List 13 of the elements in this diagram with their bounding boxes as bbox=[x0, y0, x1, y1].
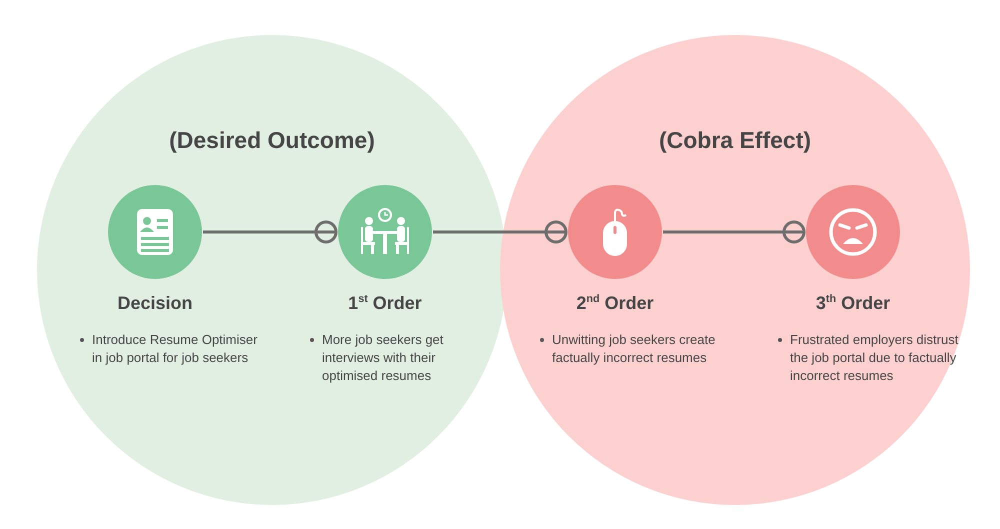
bullet-text: More job seekers get interviews with their optimised resumes bbox=[308, 331, 492, 385]
connector-line bbox=[663, 220, 806, 244]
step-heading: 2$^{nd}$ Order bbox=[576, 293, 654, 314]
region-title: (Cobra Effect) bbox=[658, 127, 812, 154]
step-heading: 1$^{st}$ Order bbox=[348, 293, 422, 314]
region-title: (Desired Outcome) bbox=[169, 127, 375, 154]
bullet-text: Frustrated employers distrust the job portal due to factually incorrect resumes bbox=[776, 331, 960, 385]
connector-line bbox=[203, 220, 338, 244]
step-heading: 3$^{th}$ Order bbox=[816, 293, 890, 314]
bullet-text: Introduce Resume Optimiser in job portal for job seekers bbox=[78, 331, 262, 367]
step-heading: Decision bbox=[117, 293, 193, 314]
bullet-text: Unwitting job seekers create factually incorrect resumes bbox=[538, 331, 722, 367]
connector-line bbox=[433, 220, 568, 244]
